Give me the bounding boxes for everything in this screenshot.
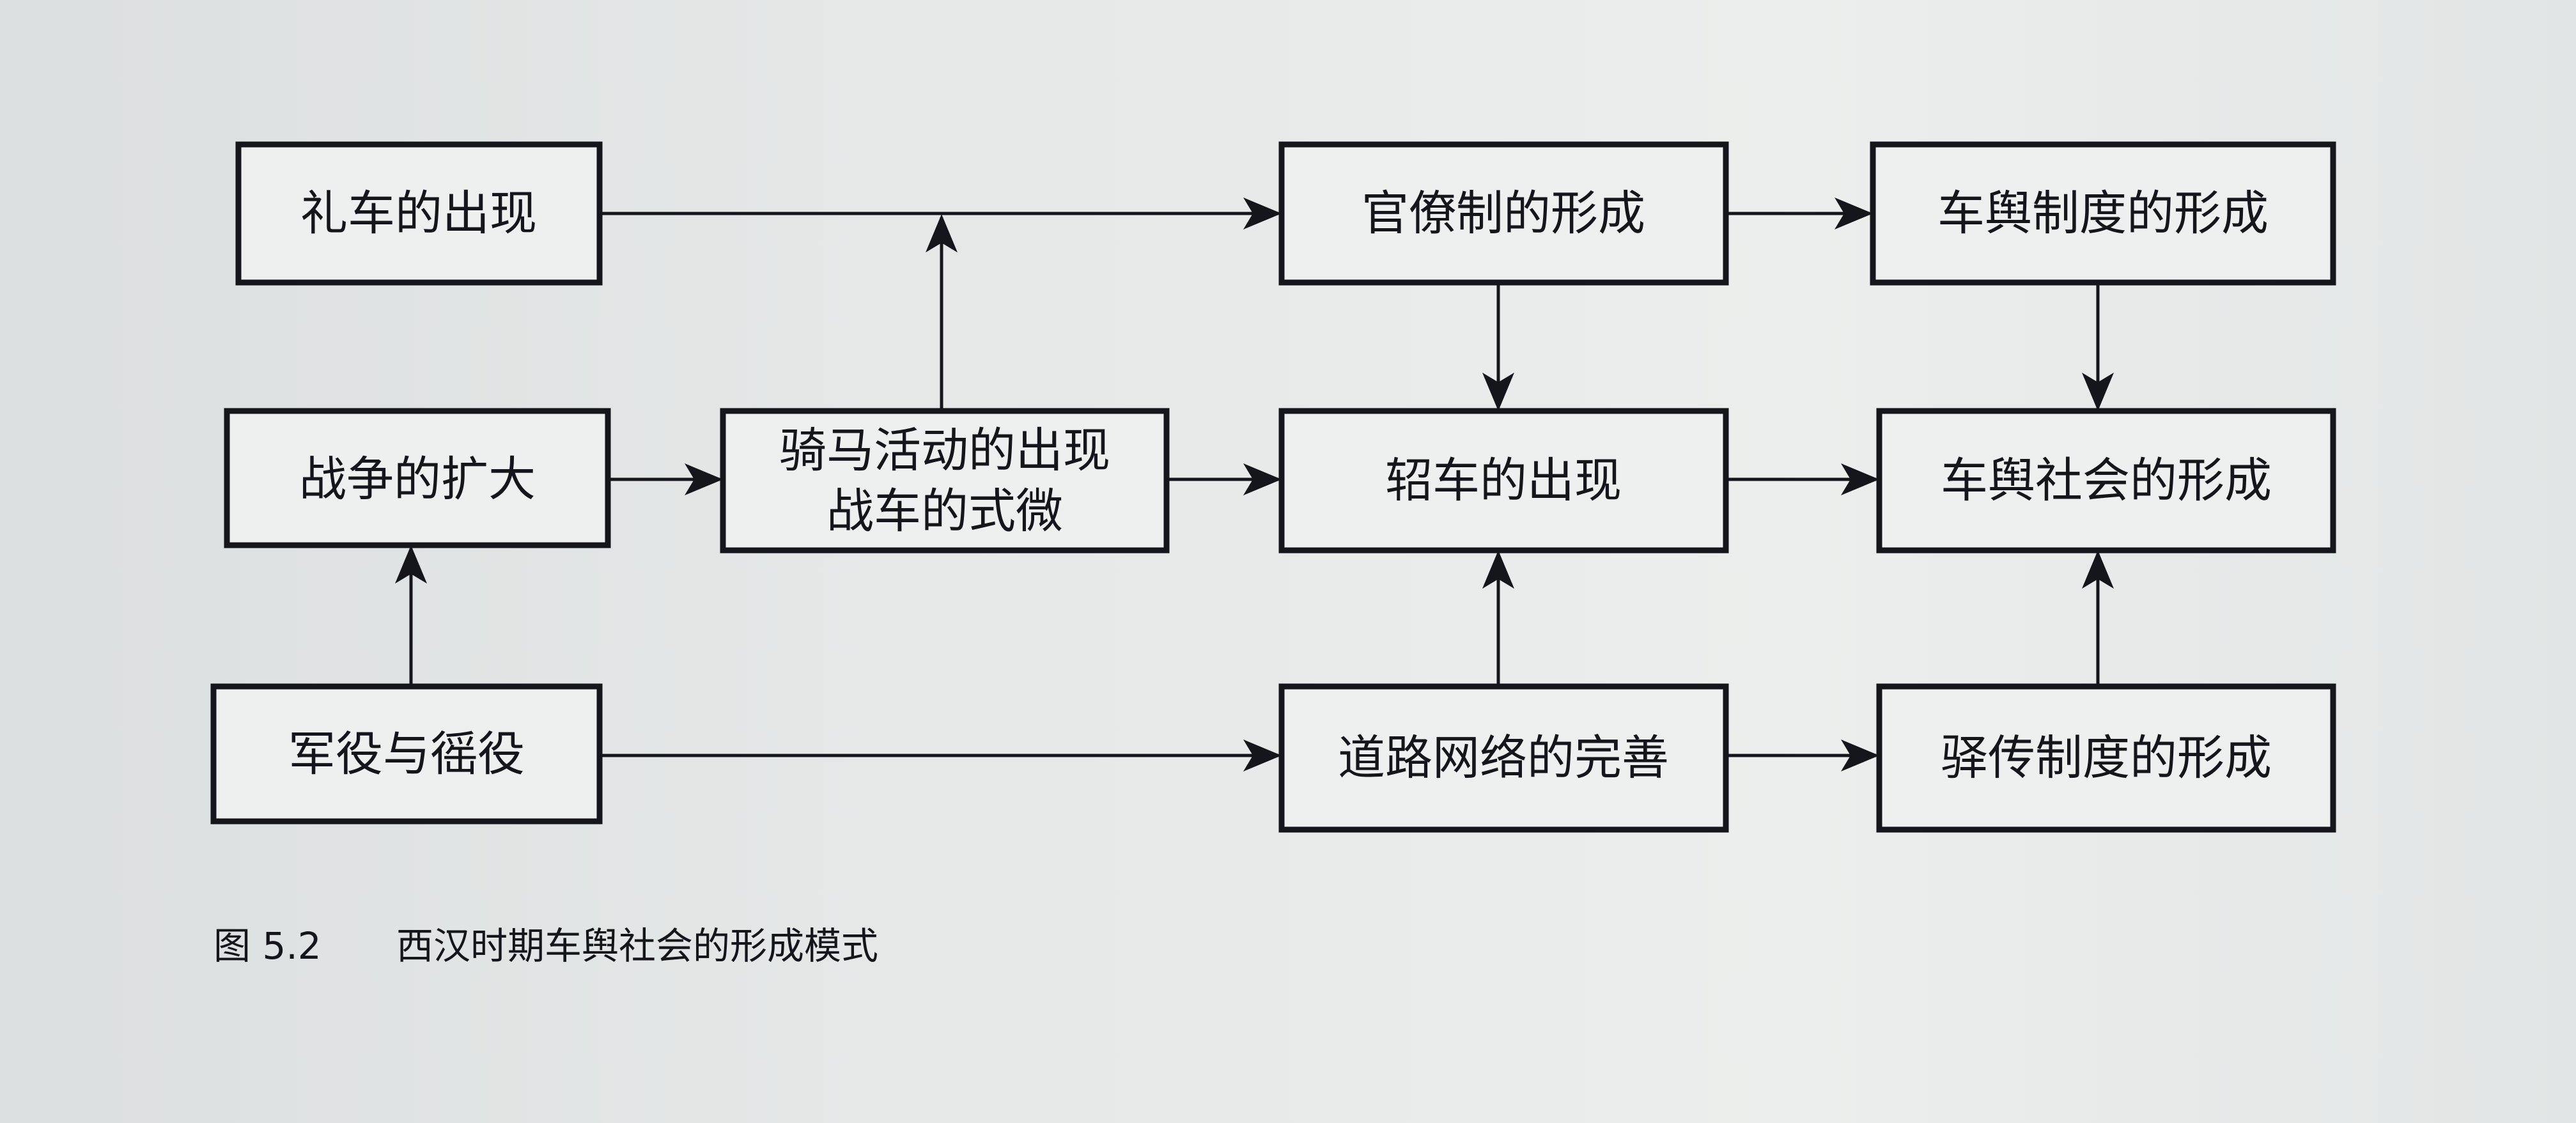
edges <box>395 197 2114 771</box>
node-label: 战争的扩大 <box>299 452 536 507</box>
node-bureaucracy: 官僚制的形成 <box>1278 141 1729 286</box>
node-label: 车舆制度的形成 <box>1937 186 2269 241</box>
node-label: 驿传制度的形成 <box>1941 731 2272 786</box>
node-label: 官僚制的形成 <box>1362 186 1645 241</box>
node-light-carriage: 轺车的出现 <box>1278 408 1729 554</box>
node-label: 军役与徭役 <box>288 727 525 782</box>
figure-caption: 图 5.2 西汉时期车舆社会的形成模式 <box>213 924 878 968</box>
node-military-corvee: 军役与徭役 <box>210 683 603 825</box>
node-label: 车舆社会的形成 <box>1941 453 2272 508</box>
node-carriage-society: 车舆社会的形成 <box>1876 408 2336 554</box>
caption-number: 图 5.2 <box>213 924 322 968</box>
node-label-line1: 骑马活动的出现 <box>779 423 1110 478</box>
caption-title: 西汉时期车舆社会的形成模式 <box>396 924 878 968</box>
node-label-line2: 战车的式微 <box>826 484 1063 539</box>
node-post-system: 驿传制度的形成 <box>1876 683 2336 833</box>
node-road-network: 道路网络的完善 <box>1278 683 1729 833</box>
node-carriage-system: 车舆制度的形成 <box>1870 141 2336 286</box>
node-horse-riding: 骑马活动的出现 战车的式微 <box>720 408 1170 554</box>
node-war-expansion: 战争的扩大 <box>224 408 611 548</box>
node-label: 道路网络的完善 <box>1338 731 1669 786</box>
node-ceremonial-carriage: 礼车的出现 <box>235 141 603 286</box>
node-label: 礼车的出现 <box>300 186 537 241</box>
node-label: 轺车的出现 <box>1385 453 1622 508</box>
